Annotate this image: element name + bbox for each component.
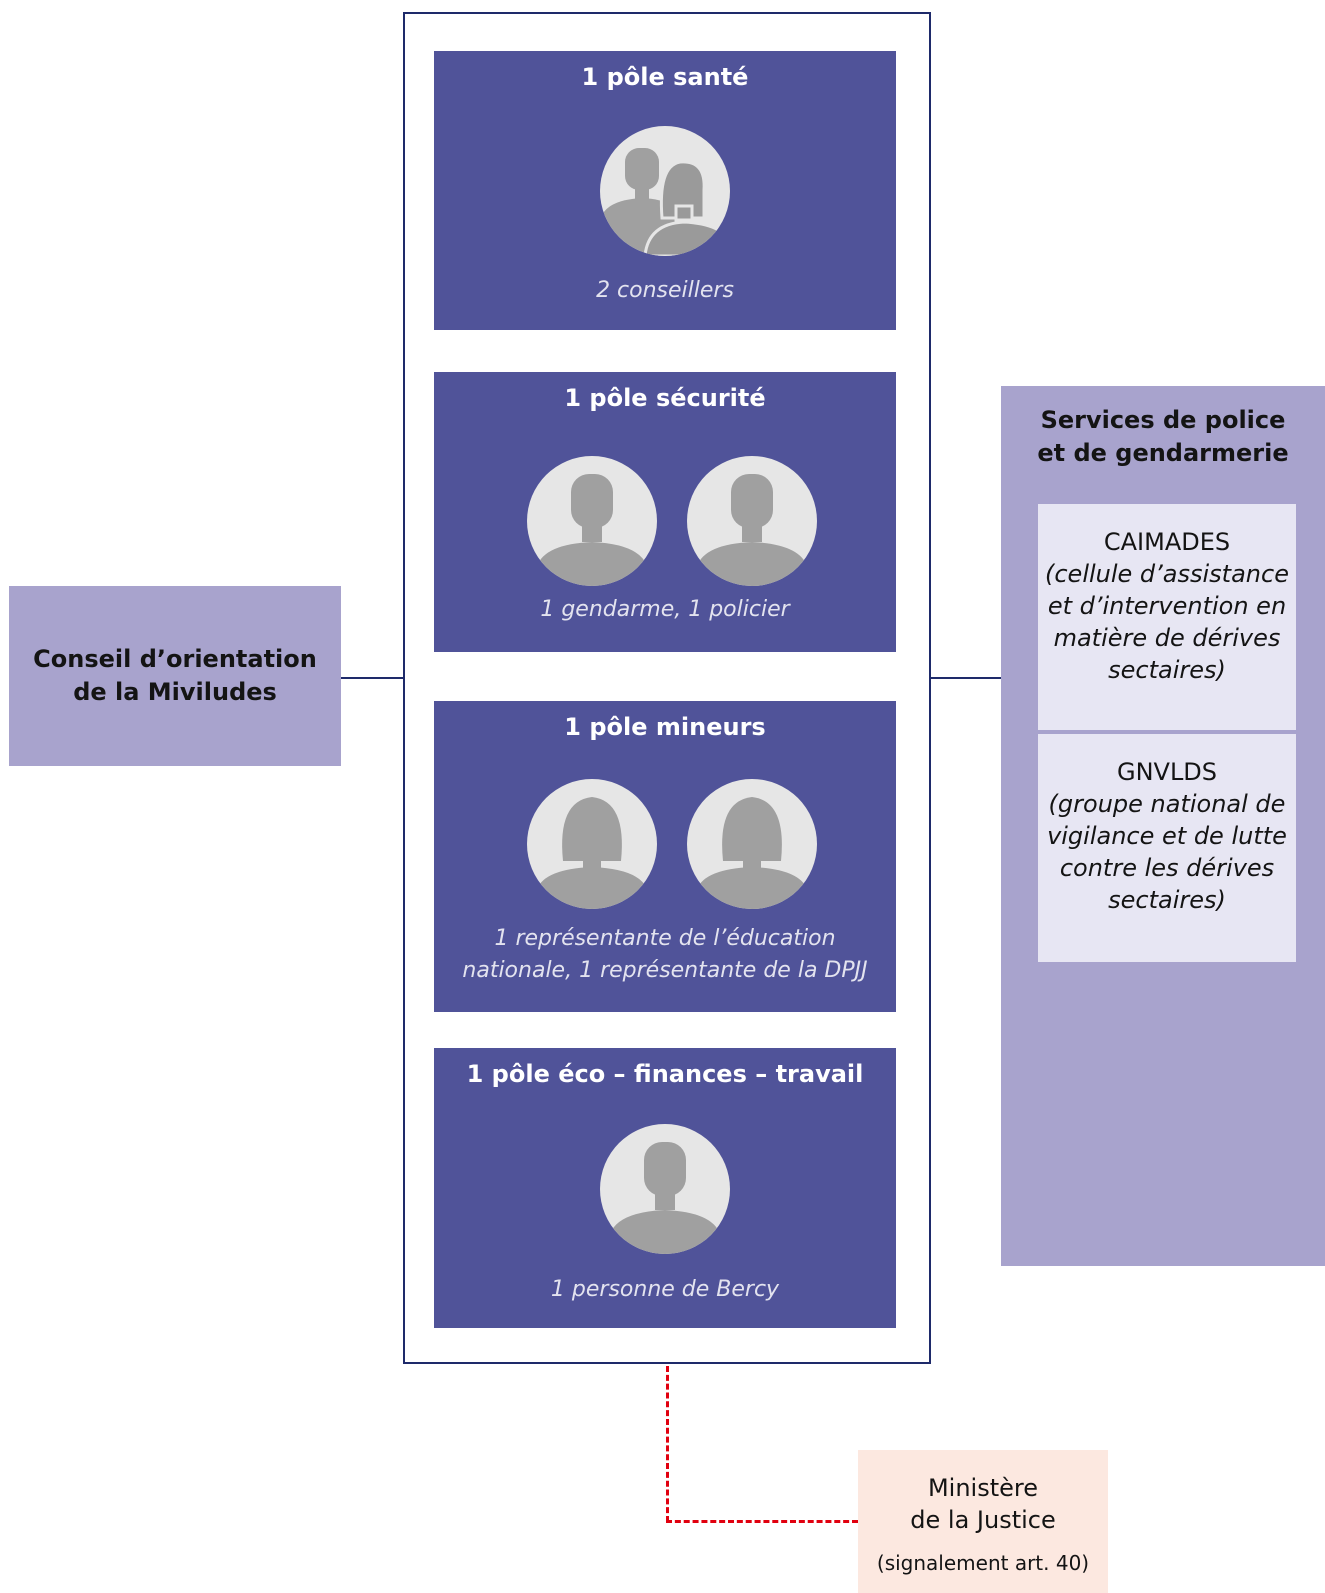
pole-title: 1 pôle éco – finances – travail [466, 1060, 864, 1088]
pole-caption: 1 personne de Bercy [550, 1277, 780, 1302]
pole-securite: 1 pôle sécurité 1 gendarme, 1 policier [434, 372, 896, 652]
gnvlds-name: GNVLDS [1116, 758, 1218, 786]
pole-title: 1 pôle mineurs [564, 713, 766, 741]
caimades-desc-line2: et d’intervention en [1047, 592, 1287, 620]
gnvlds-desc-line4: sectaires) [1108, 886, 1226, 914]
pole-caption: 1 gendarme, 1 policier [540, 597, 790, 622]
ministere-justice-box: Ministère de la Justice (signalement art… [858, 1450, 1108, 1593]
pole-title: 1 pôle santé [581, 63, 749, 91]
person-man-icon [600, 1124, 730, 1254]
gnvlds-desc-line1: (groupe national de [1048, 790, 1286, 818]
dashed-connector-vertical [666, 1366, 669, 1522]
services-title: Services de police et de gendarmerie [1001, 404, 1325, 470]
services-title-line1: Services de police [1040, 406, 1286, 434]
caimades-box: CAIMADES (cellule d’assistance et d’inte… [1038, 504, 1296, 730]
dashed-connector-horizontal [666, 1520, 858, 1523]
pole-sante: 1 pôle santé 2 conseillers [434, 51, 896, 330]
pole-eco-finances-travail: 1 pôle éco – finances – travail 1 person… [434, 1048, 896, 1328]
pole-title: 1 pôle sécurité [564, 384, 766, 412]
person-man-icon [527, 456, 657, 586]
connector-left [341, 677, 403, 679]
services-title-line2: et de gendarmerie [1037, 439, 1289, 467]
justice-name-line1: Ministère [927, 1474, 1039, 1502]
caimades-desc-line3: matière de dérives [1053, 624, 1281, 652]
conseil-orientation-box: Conseil d’orientation de la Miviludes [9, 586, 341, 766]
services-police-gendarmerie-box: Services de police et de gendarmerie CAI… [1001, 386, 1325, 1266]
person-man-icon [687, 456, 817, 586]
justice-name: Ministère de la Justice [858, 1472, 1108, 1536]
conseil-label-line2: de la Miviludes [73, 678, 277, 706]
person-woman-icon [687, 779, 817, 909]
person-woman-icon [527, 779, 657, 909]
gnvlds-desc-line3: contre les dérives [1059, 854, 1275, 882]
pole-caption-line2: nationale, 1 représentante de la DPJJ [462, 958, 868, 983]
pole-mineurs: 1 pôle mineurs 1 représentante de l’éduc… [434, 701, 896, 1012]
caimades-desc-line1: (cellule d’assistance [1045, 560, 1289, 588]
justice-note: (signalement art. 40) [876, 1551, 1090, 1575]
person-group-icon [600, 126, 730, 256]
caimades-desc-line4: sectaires) [1108, 656, 1226, 684]
gnvlds-box: GNVLDS (groupe national de vigilance et … [1038, 734, 1296, 962]
justice-name-line2: de la Justice [910, 1506, 1056, 1534]
pole-caption-line1: 1 représentante de l’éducation [494, 926, 836, 951]
conseil-label-line1: Conseil d’orientation [33, 645, 317, 673]
caimades-name: CAIMADES [1103, 528, 1231, 556]
gnvlds-desc-line2: vigilance et de lutte [1047, 822, 1287, 850]
pole-caption: 2 conseillers [596, 278, 734, 303]
connector-right [931, 677, 1001, 679]
